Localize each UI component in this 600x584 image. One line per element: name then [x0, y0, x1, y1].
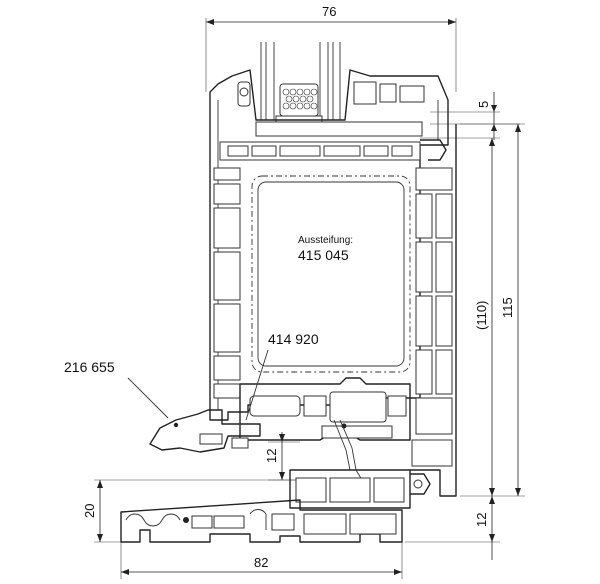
dimension-bottom-width-label: 82	[254, 555, 268, 570]
dimension-inner-height: (110)	[420, 137, 500, 496]
dimension-sill-height-label: 20	[82, 504, 97, 518]
sill-part-label: 216 655	[64, 359, 115, 375]
dimension-glass-offset: 5	[430, 92, 520, 140]
seal-callout: 414 920	[245, 331, 319, 421]
dimension-bottom-offset-label: 12	[474, 513, 489, 527]
dimension-sill-height: 20	[82, 479, 300, 543]
dimension-overall-height: 115	[460, 123, 525, 497]
seal-part-label: 414 920	[268, 331, 319, 347]
dimension-inner-height-label: (110)	[474, 301, 489, 330]
dimension-bottom-offset: 12	[405, 496, 500, 560]
frame-right-chambers	[410, 124, 457, 497]
frame-bottom	[289, 469, 431, 509]
reinforcement-code: 415 045	[298, 247, 349, 263]
dimension-left-offset-label: 12	[264, 449, 279, 463]
sash-top-chambers	[219, 139, 447, 161]
dimension-left-offset: 12	[264, 432, 300, 481]
dimension-bottom-width: 82	[120, 540, 403, 580]
dimension-overall-height-label: 115	[500, 297, 515, 318]
sill-drip-profile: 216 655	[64, 359, 261, 453]
glazing-unit	[260, 42, 341, 123]
spacer-base	[275, 115, 323, 123]
threshold-base	[120, 499, 403, 543]
reinforcement-title: Aussteifung:	[298, 235, 353, 246]
sash-profile	[209, 69, 449, 421]
dimension-top-width: 76	[205, 4, 457, 92]
sash-left-chambers	[213, 167, 241, 399]
spacer-desiccant-pattern	[282, 88, 318, 110]
glazing-bead-cavity-3	[399, 85, 425, 103]
glazing-bead-cavity-1	[353, 81, 377, 105]
sash-lower-section	[239, 377, 411, 481]
sash-top-bar	[255, 121, 423, 137]
steel-reinforcement: Aussteifung: 415 045	[251, 175, 411, 373]
dimension-glass-offset-label: 5	[476, 101, 491, 108]
dimension-top-width-label: 76	[322, 4, 336, 19]
glazing-bead-cavity-2	[379, 83, 397, 103]
